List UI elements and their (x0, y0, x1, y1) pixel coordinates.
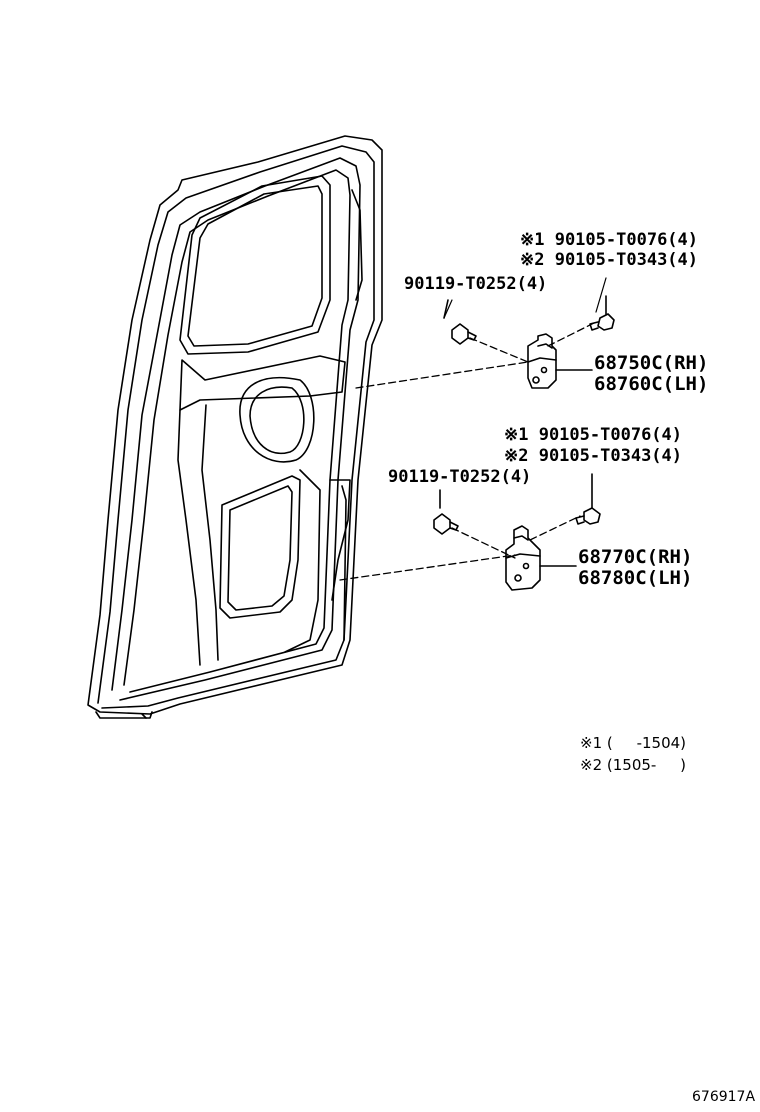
lower-callout-hinge-rh: 68770C(RH) (578, 546, 693, 568)
upper-callout-bolt-s1: ※1 90105-T0076(4) (520, 230, 699, 250)
note-1: ※1 ( -1504) (580, 734, 687, 752)
upper-bolt-left (443, 299, 477, 345)
diagram-id: 676917A (692, 1089, 756, 1105)
note-2: ※2 (1505- ) (580, 756, 687, 774)
upper-bolt-right (589, 295, 615, 331)
lower-callout-bolt-left: 90119-T0252(4) (388, 467, 532, 487)
upper-callout-hinge-lh: 68760C(LH) (594, 373, 709, 395)
upper-callout-bolt-left: 90119-T0252(4) (404, 274, 548, 294)
lower-callout-hinge-lh: 68780C(LH) (578, 567, 693, 589)
upper-hinge (527, 333, 593, 389)
leader-lines (443, 277, 607, 319)
lower-callout-bolt-s1: ※1 90105-T0076(4) (504, 425, 683, 445)
door-panel (87, 135, 383, 719)
assembly-lines (339, 321, 597, 581)
lower-bolt-left (433, 489, 459, 535)
lower-hinge (505, 525, 577, 591)
upper-callout-hinge-rh: 68750C(RH) (594, 352, 709, 374)
upper-callout-bolt-s2: ※2 90105-T0343(4) (520, 250, 699, 270)
lower-bolt-right (575, 473, 601, 525)
lower-callout-bolt-s2: ※2 90105-T0343(4) (504, 446, 683, 466)
